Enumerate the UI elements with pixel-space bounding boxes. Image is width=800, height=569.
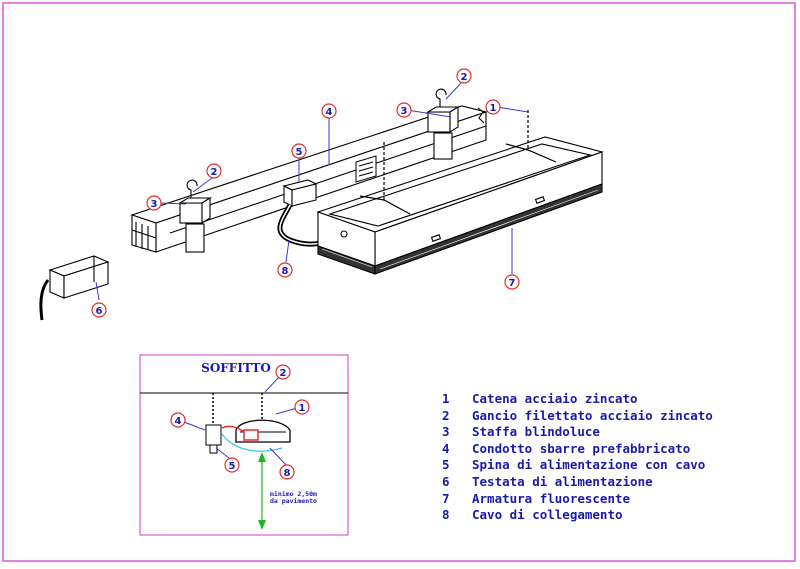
callout-1: 1 (485, 99, 501, 115)
callout-5: 5 (291, 143, 307, 159)
svg-text:8: 8 (282, 266, 289, 277)
leader-lines (95, 81, 529, 301)
svg-text:3: 3 (401, 106, 408, 117)
callout-3: 3 (396, 102, 412, 118)
svg-text:5: 5 (229, 461, 236, 472)
svg-text:4: 4 (175, 416, 182, 427)
callout-6: 6 (91, 302, 107, 318)
callout-2: 2 (456, 68, 472, 84)
inset-ceiling-view: SOFFITTO minimo 2,50m da pavimento 2 (139, 354, 349, 536)
callout-4: 4 (321, 103, 337, 119)
duct-bracket-right (426, 88, 460, 160)
callout-7: 7 (504, 274, 520, 290)
svg-text:7: 7 (509, 278, 516, 289)
svg-text:2: 2 (280, 368, 287, 379)
svg-text:1: 1 (490, 103, 497, 114)
height-note-line1: minimo 2,50m (270, 490, 317, 498)
callout-8: 8 (277, 262, 293, 278)
outer-frame (2, 2, 796, 562)
inset-title: SOFFITTO (201, 361, 271, 375)
height-note-line2: da pavimento (270, 497, 317, 505)
svg-text:2: 2 (461, 72, 468, 83)
svg-text:1: 1 (299, 403, 306, 414)
svg-text:8: 8 (284, 468, 291, 479)
svg-text:3: 3 (151, 199, 158, 210)
callout-2b: 2 (206, 163, 222, 179)
callout-3b: 3 (146, 195, 162, 211)
busbar-duct (130, 105, 488, 253)
busbar-tap-box (355, 155, 377, 183)
louver-pattern (321, 189, 599, 270)
fluorescent-fixture (316, 136, 604, 275)
svg-text:5: 5 (296, 147, 303, 158)
feeding-head (39, 255, 110, 321)
power-plug (282, 179, 318, 207)
svg-text:6: 6 (96, 306, 103, 317)
duct-bracket-left (178, 179, 212, 253)
svg-text:4: 4 (326, 107, 333, 118)
svg-text:2: 2 (211, 167, 218, 178)
chains (359, 110, 557, 215)
